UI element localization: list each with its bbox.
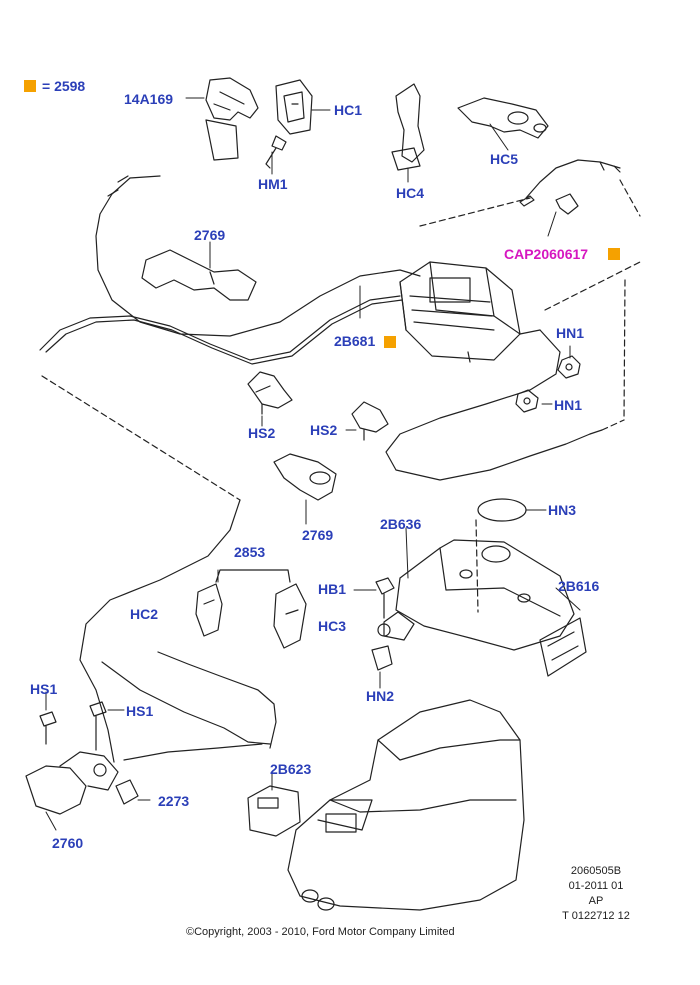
part-2B623 <box>247 785 301 837</box>
shift-cable-upper <box>95 175 421 337</box>
ref-line-2: 01-2011 01 <box>568 880 624 892</box>
legend-marker <box>24 80 36 92</box>
part-2B616 <box>539 617 587 677</box>
label-hs1-left: HS1 <box>30 681 58 697</box>
part-2B636 <box>383 539 575 651</box>
label-hc4: HC4 <box>396 185 425 201</box>
label-hm1: HM1 <box>258 176 288 192</box>
part-hs2-left <box>247 371 293 415</box>
park-cable <box>79 499 277 763</box>
part-2769-upper <box>141 249 257 301</box>
part-14A169 <box>205 77 259 161</box>
copyright-text: ©Copyright, 2003 - 2010, Ford Motor Comp… <box>186 926 455 938</box>
label-14A169: 14A169 <box>124 91 174 107</box>
part-hc4 <box>391 83 425 171</box>
label-2760: 2760 <box>52 835 84 851</box>
label-2769-upper: 2769 <box>194 227 226 243</box>
part-hc3 <box>273 583 307 649</box>
label-2B616: 2B616 <box>558 578 600 594</box>
legend-text: = 2598 <box>42 78 86 94</box>
label-hb1: HB1 <box>318 581 347 597</box>
label-2853: 2853 <box>234 544 266 560</box>
label-hc5: HC5 <box>490 151 519 167</box>
diagram-reference-block: 2060505B 01-2011 01 AP T 0122712 12 <box>556 866 636 922</box>
label-hn1-lower: HN1 <box>554 397 583 413</box>
part-hc1 <box>275 79 313 135</box>
part-hb1 <box>375 577 395 637</box>
part-hc2 <box>195 583 223 637</box>
label-hn2: HN2 <box>366 688 395 704</box>
label-hc2: HC2 <box>130 606 159 622</box>
label-hs1-right: HS1 <box>126 703 154 719</box>
part-hc5 <box>457 97 549 139</box>
label-hc1: HC1 <box>334 102 363 118</box>
label-hn1-upper: HN1 <box>556 325 585 341</box>
label-2769-lower: 2769 <box>302 527 334 543</box>
label-2273: 2273 <box>158 793 190 809</box>
part-hn2 <box>371 645 393 671</box>
floor-console <box>287 699 525 911</box>
label-2B623: 2B623 <box>270 761 312 777</box>
part-hs1-right <box>89 701 107 751</box>
part-2273 <box>115 779 139 805</box>
label-hn3: HN3 <box>548 502 577 518</box>
2B681-marker <box>384 336 396 348</box>
part-2760 <box>25 751 119 815</box>
ref-line-4: T 0122712 12 <box>562 910 630 922</box>
part-hn1-upper <box>557 355 581 379</box>
leader-lines <box>45 97 581 831</box>
part-hm1 <box>265 135 287 169</box>
label-cap2060617: CAP2060617 <box>504 246 589 262</box>
label-hc3: HC3 <box>318 618 347 634</box>
part-hn3 <box>477 498 527 522</box>
label-hs2-right: HS2 <box>310 422 338 438</box>
part-2B681 <box>399 261 541 363</box>
ref-line-3: AP <box>588 895 604 907</box>
label-hs2-left: HS2 <box>248 425 276 441</box>
part-hs2-right <box>351 401 389 441</box>
ref-line-1: 2060505B <box>570 865 622 877</box>
dashed-construction-lines <box>41 179 641 613</box>
label-2B636: 2B636 <box>380 516 422 532</box>
selector-cable-long <box>39 295 403 365</box>
part-2769-lower <box>273 453 337 501</box>
shift-cable-right <box>385 329 603 481</box>
part-hn1-lower <box>515 389 539 413</box>
part-cap-cable <box>519 159 621 215</box>
part-hs1-left <box>39 711 57 745</box>
label-2B681: 2B681 <box>334 333 376 349</box>
cap-marker <box>608 248 620 260</box>
